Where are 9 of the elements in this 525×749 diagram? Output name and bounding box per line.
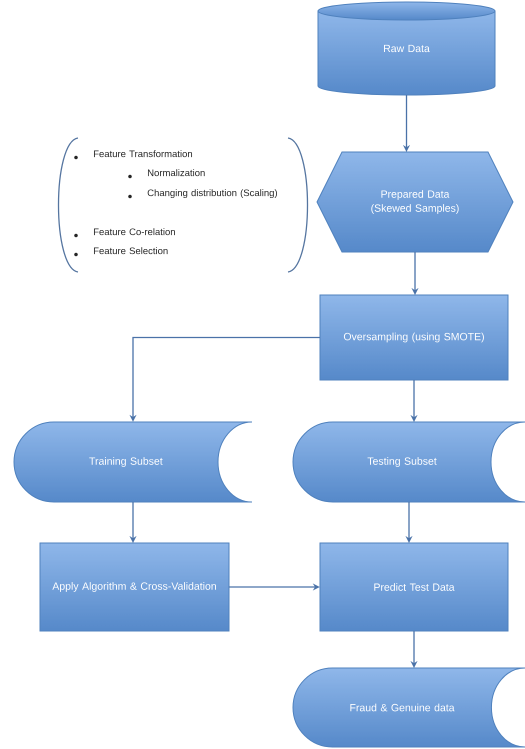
list-item: Feature Selection [94, 247, 168, 254]
database-cylinder: Raw Data [318, 2, 496, 96]
list-item: Feature Co-relation [94, 228, 175, 236]
list-item: Normalization [148, 169, 205, 176]
process-box: Oversampling (using SMOTE) [320, 294, 508, 380]
process-box: Apply Algorithm & Cross-Validation [40, 542, 230, 632]
list-item: Feature Transformation [94, 150, 192, 158]
process-box: Predict Test Data [320, 542, 508, 632]
list-item: Changing distribution (Scaling) [148, 189, 277, 198]
